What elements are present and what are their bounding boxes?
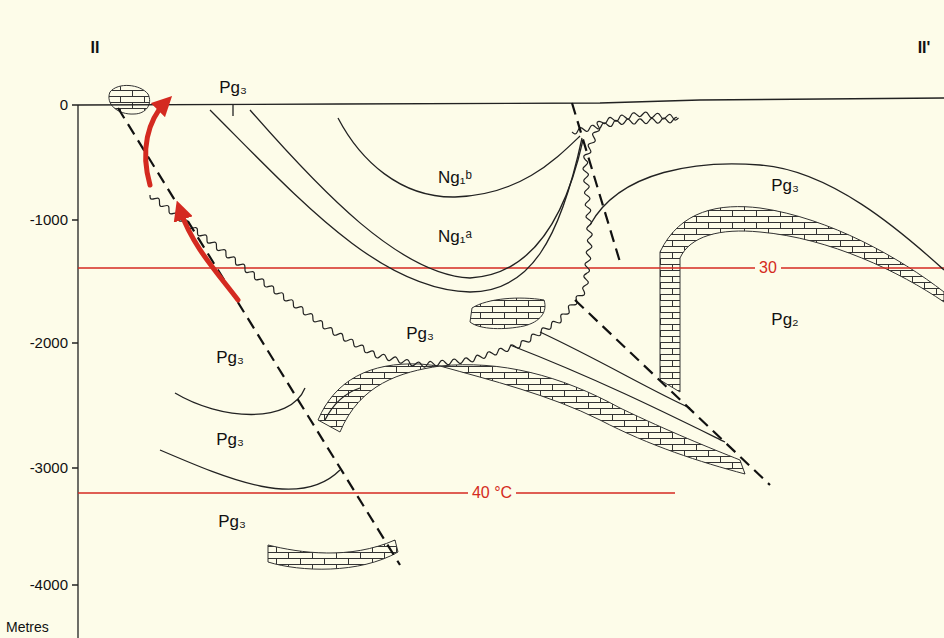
- depth-axis: [72, 105, 78, 638]
- fault: [118, 103, 770, 565]
- isotherm: [78, 492, 675, 494]
- strata-label: Ng₁ᵇ: [438, 169, 472, 188]
- section-end: II: [91, 39, 100, 57]
- depth-value: -3000: [30, 460, 68, 477]
- strata-boundaries: [160, 104, 944, 489]
- strata-label: Pg₃: [771, 177, 799, 196]
- strata-label: Ng₁ᵃ: [438, 228, 472, 247]
- strata-label: Pg₃: [406, 325, 434, 344]
- strata-label: Pg₂: [771, 311, 798, 330]
- strata-label: Pg₃: [219, 79, 247, 98]
- isotherm-label: 40 °C: [468, 484, 516, 502]
- flow-arrow: [146, 103, 238, 300]
- surface-line: [78, 98, 944, 105]
- limestone: [109, 85, 944, 569]
- section-end: II': [918, 39, 931, 57]
- unconformity: [572, 117, 677, 133]
- strata-label: Pg₃: [216, 431, 244, 450]
- depth-value: -2000: [30, 335, 68, 352]
- isotherm: [78, 267, 944, 269]
- isotherm-label: 30: [755, 259, 781, 277]
- depth-value: 0: [60, 97, 68, 114]
- strata-label: Pg₃: [216, 349, 244, 368]
- unconformity: [150, 112, 678, 367]
- depth-value: -4000: [30, 577, 68, 594]
- axis-unit: Metres: [6, 620, 49, 635]
- depth-value: -1000: [30, 212, 68, 229]
- strata-label: Pg₃: [218, 513, 246, 532]
